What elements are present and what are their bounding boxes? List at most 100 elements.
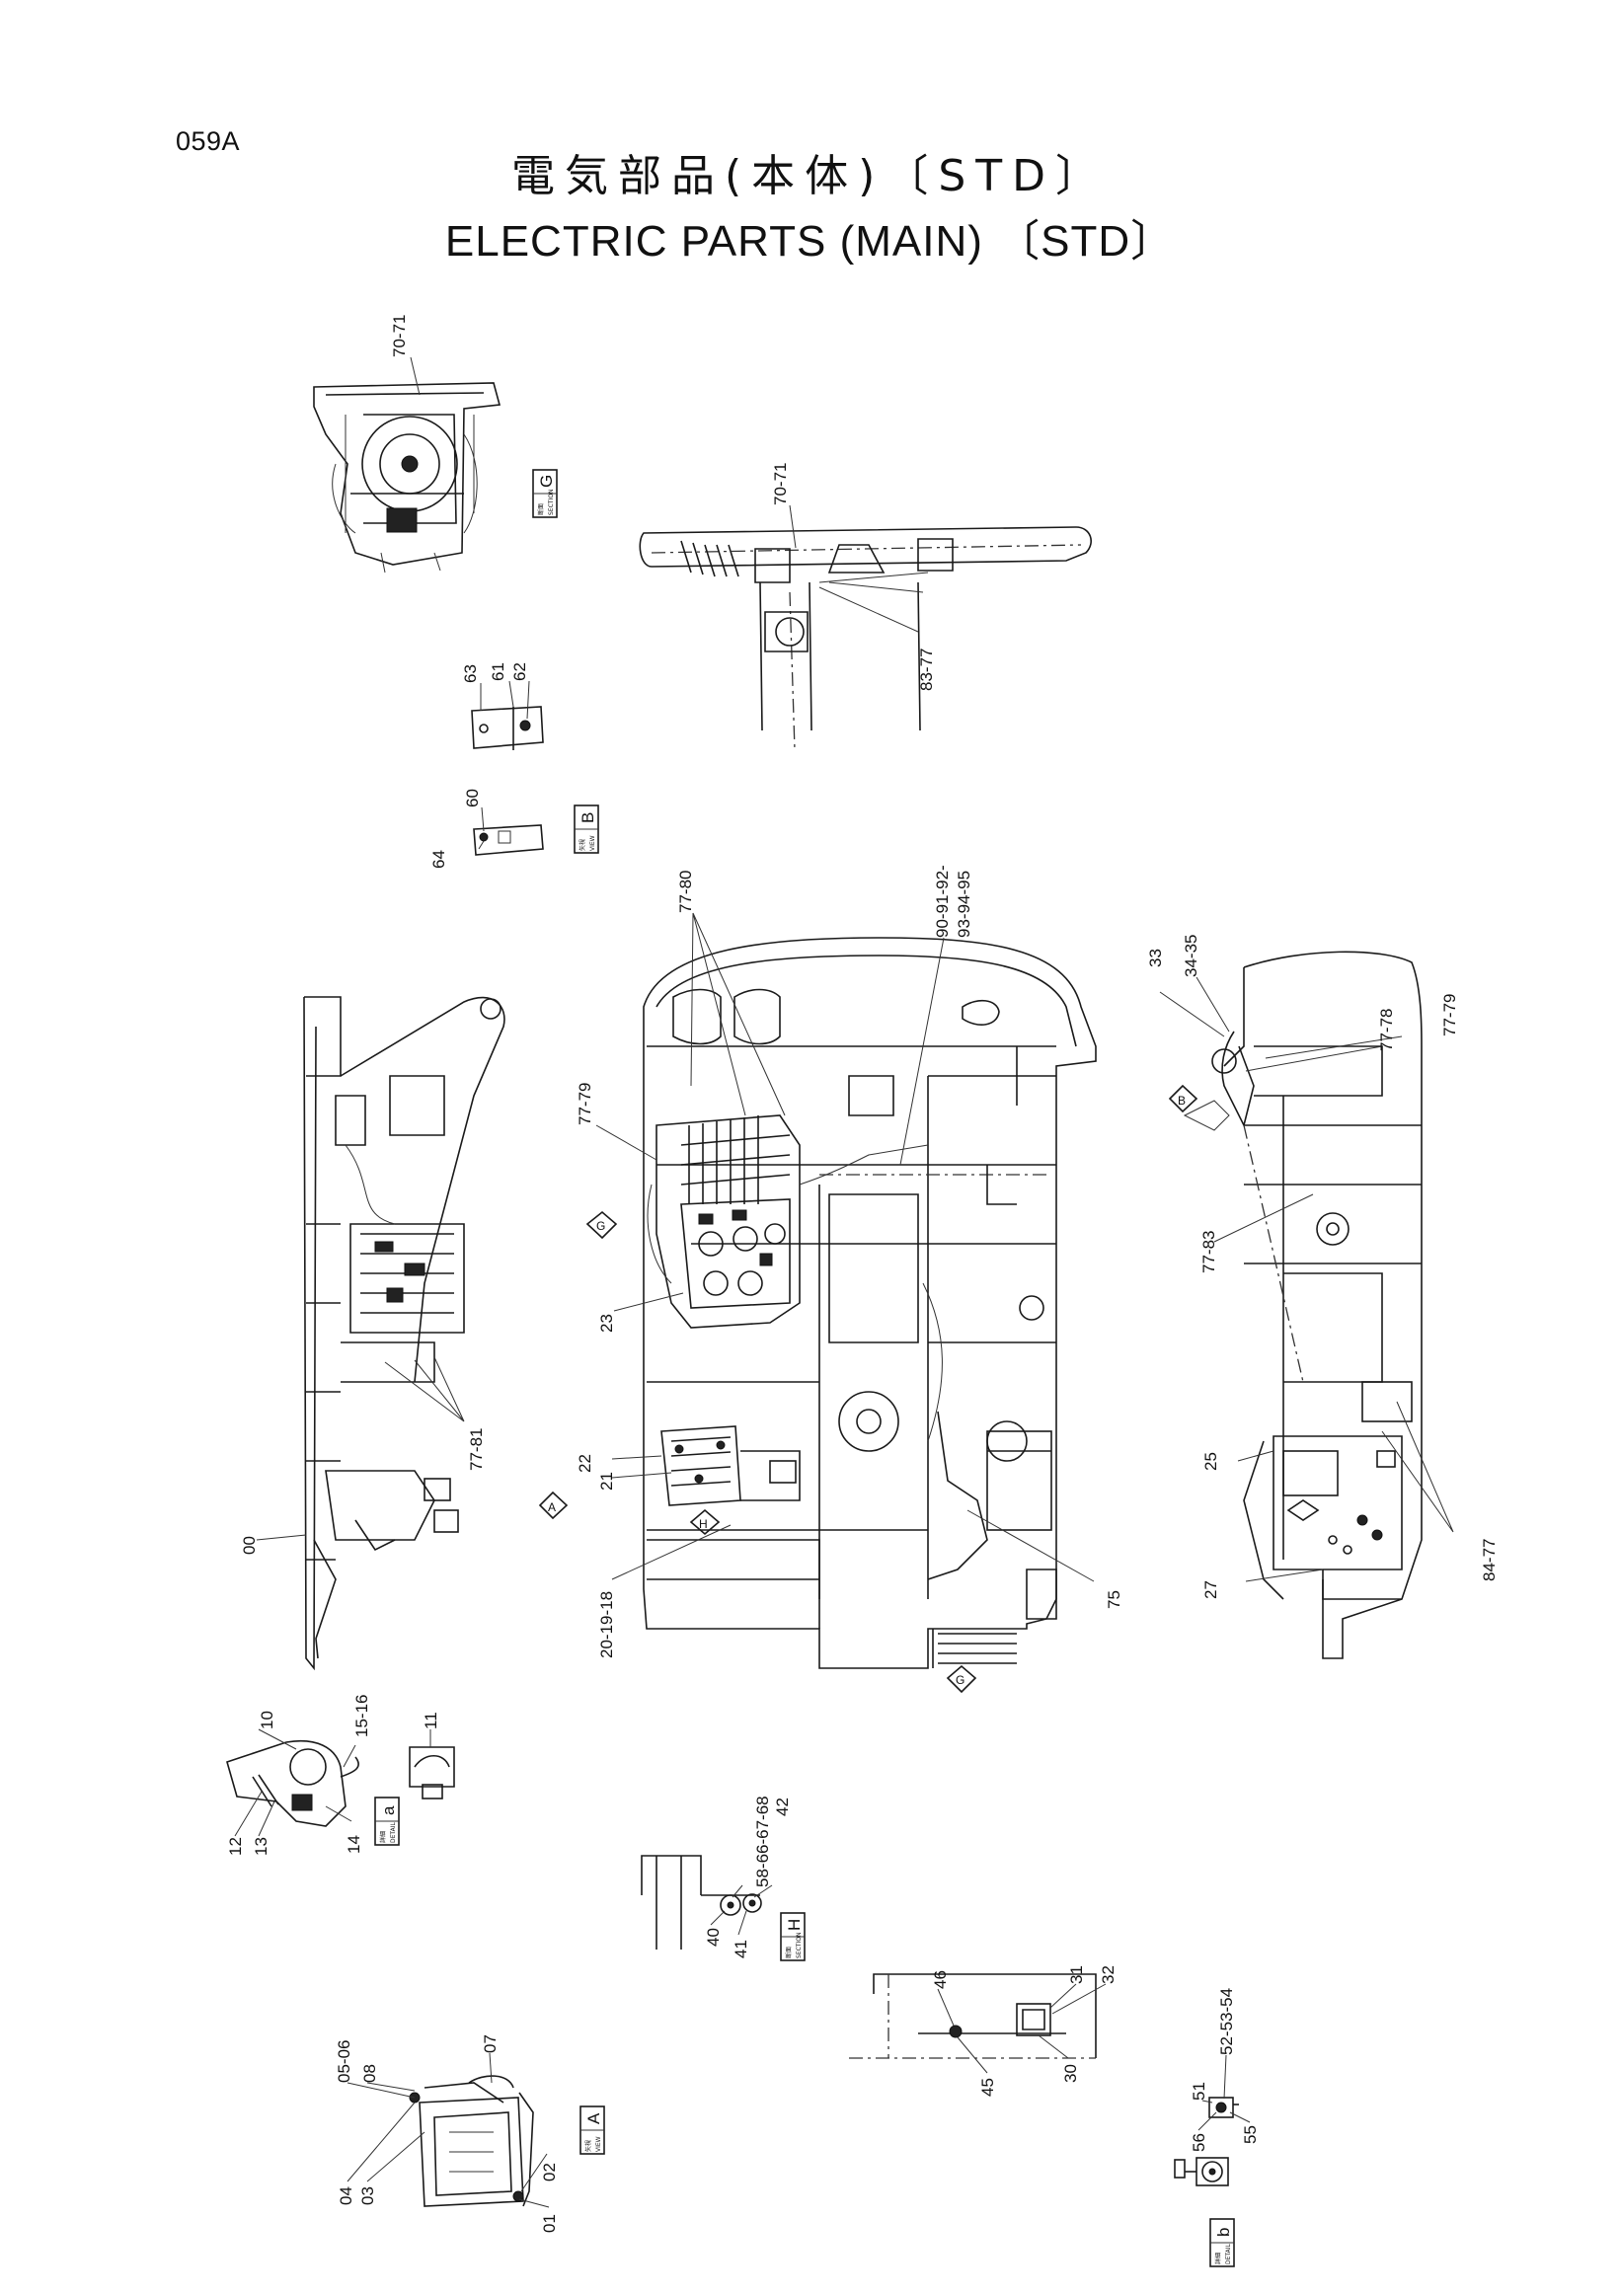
- part-label: 77-78: [1377, 1009, 1396, 1051]
- part-labels: 70-71 70-71 83-77 63 61 62 60 64 77-80 9…: [226, 315, 1499, 2233]
- part-label: 02: [540, 2163, 559, 2181]
- part-label: 62: [510, 662, 529, 681]
- bracket-detail-61-62: [471, 706, 544, 750]
- svg-text:断面: 断面: [537, 503, 545, 515]
- left-side-view: [303, 996, 505, 1671]
- svg-text:B: B: [579, 812, 597, 823]
- section-tag-detail-a: 詳細 DETAIL a: [374, 1797, 400, 1846]
- part-label: 04: [337, 2186, 355, 2205]
- svg-text:矢視: 矢視: [579, 839, 586, 851]
- svg-text:a: a: [379, 1805, 398, 1815]
- part-label: 77-81: [467, 1428, 486, 1471]
- part-label: 11: [422, 1712, 440, 1729]
- view-b-drawing: [473, 824, 544, 856]
- view-marker-a: A: [538, 1491, 569, 1520]
- part-label: 45: [978, 2078, 997, 2097]
- leader-lines: [234, 356, 1454, 2208]
- part-label: 40: [704, 1928, 723, 1947]
- section-g-drawing: [313, 382, 501, 574]
- title-english: ELECTRIC PARTS (MAIN) 〔STD〕: [444, 217, 1176, 266]
- svg-text:H: H: [699, 1517, 708, 1531]
- section-tag-view-b: 矢視 VIEW B: [574, 804, 599, 854]
- section-tag-view-a: 矢視 VIEW A: [579, 2105, 605, 2155]
- page-code: 059A: [176, 126, 241, 156]
- part-label: 42: [773, 1798, 792, 1816]
- svg-text:B: B: [1178, 1094, 1186, 1108]
- part-label: 31: [1067, 1965, 1086, 1984]
- svg-text:SECTION: SECTION: [796, 1933, 803, 1958]
- svg-text:詳細: 詳細: [1214, 2253, 1222, 2264]
- part-label: 03: [358, 2186, 377, 2205]
- part-label: 07: [481, 2034, 500, 2053]
- svg-text:G: G: [537, 475, 556, 488]
- part-label: 51: [1190, 2082, 1208, 2101]
- svg-text:SECTION: SECTION: [548, 490, 555, 515]
- section-h-drawing: [641, 1855, 762, 1950]
- detail-a-drawing: [226, 1740, 455, 1827]
- part-label: 52-53-54: [1217, 1988, 1236, 2055]
- part-label: 22: [576, 1454, 594, 1473]
- svg-text:VIEW: VIEW: [595, 2136, 602, 2152]
- detail-b-drawing: [1174, 2157, 1229, 2186]
- main-frame-top-view: [643, 937, 1097, 1669]
- part-label: 93-94-95: [955, 871, 973, 938]
- part-label: 05-06: [335, 2040, 353, 2083]
- view-marker-b: B: [1168, 1084, 1198, 1113]
- part-label: 41: [732, 1940, 750, 1958]
- svg-text:VIEW: VIEW: [589, 835, 596, 851]
- part-label: 01: [540, 2214, 559, 2233]
- part-label: 61: [489, 662, 507, 681]
- part-label: 20-19-18: [597, 1591, 616, 1658]
- svg-text:詳細: 詳細: [379, 1831, 387, 1843]
- svg-text:DETAIL: DETAIL: [1225, 2244, 1232, 2264]
- part-label: 77-79: [1440, 994, 1459, 1036]
- svg-text:A: A: [584, 2112, 603, 2124]
- part-label: 77-83: [1199, 1231, 1218, 1273]
- svg-text:DETAIL: DETAIL: [390, 1822, 397, 1843]
- part-label: 90-91-92-: [933, 865, 952, 938]
- section-tag-g: 断面 SECTION G: [532, 469, 558, 518]
- part-label: 84-77: [1480, 1539, 1499, 1581]
- part-label: 30: [1061, 2064, 1080, 2083]
- part-label: 21: [597, 1472, 616, 1491]
- part-label: 13: [252, 1837, 270, 1856]
- right-side-view: [1183, 951, 1423, 1659]
- part-label: 77-80: [676, 871, 695, 913]
- svg-text:b: b: [1214, 2228, 1233, 2237]
- svg-text:矢視: 矢視: [584, 2140, 592, 2152]
- view-marker-g-1: G: [585, 1210, 618, 1240]
- part-label: 27: [1201, 1580, 1220, 1599]
- part-label: 08: [360, 2064, 379, 2083]
- part-label: 14: [345, 1835, 363, 1854]
- part-label: 70-71: [771, 463, 790, 505]
- part-label: 75: [1105, 1590, 1123, 1609]
- part-label: 32: [1099, 1965, 1118, 1984]
- view-marker-g-2: G: [946, 1664, 977, 1694]
- svg-text:A: A: [548, 1500, 556, 1514]
- relay-box-drawing: [849, 1973, 1097, 2059]
- part-label: 34-35: [1182, 935, 1200, 977]
- part-label: 58-66-67-68: [753, 1796, 772, 1887]
- svg-text:H: H: [785, 1919, 804, 1931]
- title-japanese: 電気部品(本体)〔STD〕: [510, 151, 1110, 201]
- part-label: 63: [461, 664, 480, 683]
- part-label: 46: [931, 1970, 950, 1989]
- upper-cab-section: [639, 526, 1092, 751]
- part-label: 60: [463, 789, 482, 807]
- part-label: 33: [1146, 949, 1165, 967]
- part-label: 15-16: [352, 1695, 371, 1737]
- section-tag-h: 断面 SECTION H: [780, 1912, 806, 1961]
- part-label: 83-77: [917, 649, 936, 691]
- part-label: 25: [1201, 1452, 1220, 1471]
- part-label: 55: [1241, 2125, 1260, 2144]
- svg-text:G: G: [596, 1219, 605, 1233]
- part-label: 12: [226, 1837, 245, 1856]
- svg-text:断面: 断面: [785, 1947, 793, 1958]
- view-marker-h: H: [689, 1508, 721, 1536]
- svg-text:G: G: [956, 1673, 964, 1687]
- part-label: 77-79: [576, 1083, 594, 1125]
- view-a-drawing: [409, 2075, 534, 2207]
- part-label: 23: [597, 1314, 616, 1333]
- part-label: 70-71: [390, 315, 409, 357]
- part-label: 56: [1190, 2133, 1208, 2152]
